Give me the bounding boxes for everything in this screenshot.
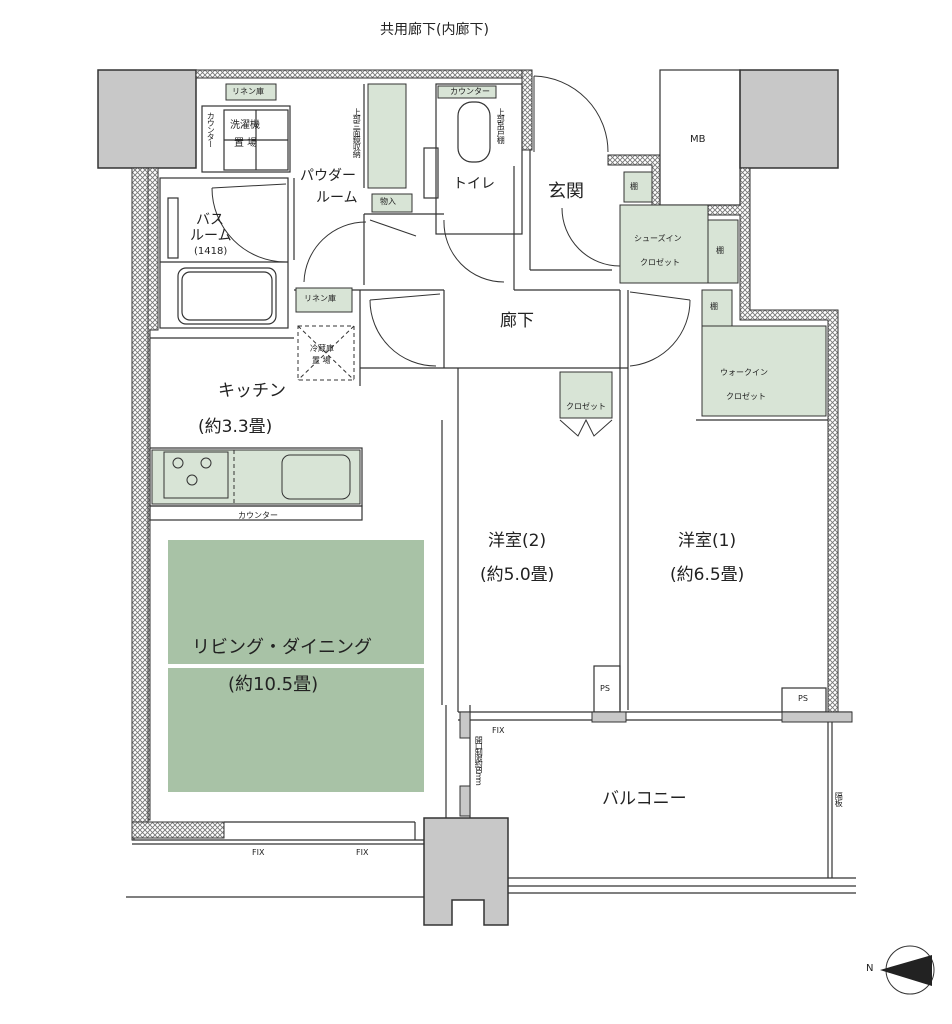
shelf-shoes	[707, 219, 739, 284]
partition-label: 隔板	[834, 792, 844, 806]
storage-in-label: 物入	[380, 197, 396, 206]
pillar-top-right	[739, 69, 839, 169]
storage-in	[371, 193, 413, 213]
walkin-line1: ウォークイン	[720, 368, 768, 377]
linen-top-label: リネン庫	[232, 87, 264, 96]
pillar-bottom	[423, 817, 509, 926]
kitchen-counter-label: カウンター	[238, 511, 278, 520]
wall-top-right	[521, 69, 533, 151]
laundry-counter-label: カウンター	[206, 112, 216, 147]
fix-label-bottom-1: FIX	[252, 848, 265, 857]
powder-line1: パウダー	[300, 168, 356, 184]
compass-icon	[880, 945, 935, 995]
toilet-counter-label: カウンター	[450, 87, 490, 96]
fix-label-bottom-2: FIX	[356, 848, 369, 857]
ps-label-bedroom2: PS	[600, 684, 610, 693]
laundry-line2: 置 場	[234, 138, 258, 149]
closet-label: クロゼット	[566, 402, 606, 411]
living-name: リビング・ダイニング	[192, 637, 372, 658]
powder-line2: ルーム	[316, 190, 358, 206]
bath-line1: バス	[196, 212, 224, 228]
shelf-shoes-label: 棚	[716, 246, 724, 255]
toilet-cabinet-label: 上部吊戸棚	[496, 108, 506, 143]
shoes-closet	[619, 204, 709, 284]
opening-limit-label: 開口制限約60mm	[474, 736, 484, 784]
hallway-name: 廊下	[500, 311, 534, 331]
shelf-entrance	[623, 171, 653, 203]
pillar-top-left	[97, 69, 197, 169]
linen-top	[225, 83, 277, 101]
toilet-name: トイレ	[453, 176, 495, 192]
bedroom2-size: (約5.0畳)	[480, 565, 555, 585]
shelf-walkin-label: 棚	[710, 302, 718, 311]
toilet-counter	[437, 85, 497, 99]
title-common-corridor: 共用廊下(内廊下)	[380, 22, 489, 38]
wall-left-main	[131, 167, 149, 831]
fridge-line2: 置 場	[312, 356, 331, 365]
mirror-storage	[367, 83, 407, 189]
closet-bedroom2	[559, 371, 613, 419]
bedroom2-name: 洋室(2)	[488, 531, 547, 551]
bedroom1-size: (約6.5畳)	[670, 565, 745, 585]
balcony-name: バルコニー	[602, 789, 687, 809]
walkin-line2: クロゼット	[726, 392, 766, 401]
fridge-line1: 冷蔵庫	[310, 344, 334, 353]
bedroom1-name: 洋室(1)	[678, 531, 737, 551]
ps-label-bedroom1: PS	[798, 694, 808, 703]
shoes-closet-line2: クロゼット	[640, 258, 680, 267]
fix-label-balcony: FIX	[492, 726, 505, 735]
shoes-closet-line1: シューズイン	[634, 234, 682, 243]
mirror-storage-label: 上部三面鏡収納	[352, 108, 362, 157]
linen-bottom-label: リネン庫	[304, 294, 336, 303]
mb-label: MB	[690, 134, 706, 145]
laundry-line1: 洗濯機	[230, 120, 260, 131]
compass-north-label: N	[866, 963, 874, 974]
living-size: (約10.5畳)	[228, 674, 319, 695]
bath-line2: ルーム	[190, 228, 232, 244]
linen-bottom	[295, 287, 353, 313]
kitchen-size: (約3.3畳)	[198, 417, 273, 437]
kitchen-name: キッチン	[218, 381, 286, 401]
wall-bottom-left	[131, 821, 225, 839]
entrance-name: 玄関	[548, 181, 584, 202]
bath-size: (1418)	[194, 246, 228, 257]
wall-top	[195, 69, 531, 79]
living-floor-top	[168, 540, 424, 664]
living-floor-bottom	[168, 668, 424, 792]
shelf-entrance-label: 棚	[630, 182, 638, 191]
walkin-closet	[701, 325, 827, 417]
